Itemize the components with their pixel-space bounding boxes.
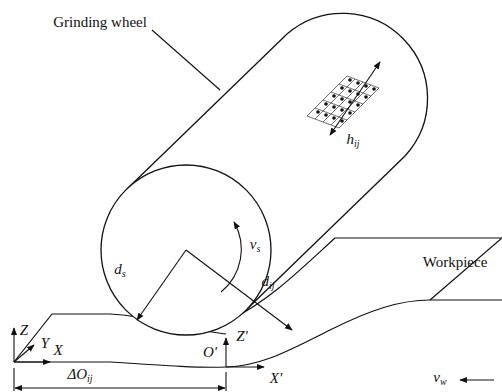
grain-patch	[307, 76, 379, 128]
variable-label: dij	[261, 274, 274, 291]
grain-dots	[316, 78, 376, 123]
axis-arrow	[14, 345, 34, 362]
axis-arrow	[13, 328, 14, 362]
axis-label: Z'	[236, 329, 248, 344]
axis-label: Y	[41, 336, 49, 351]
spacing-arrow	[330, 62, 380, 135]
axis-label: X'	[270, 371, 282, 386]
axis-arrow	[14, 361, 50, 362]
axis-arrow	[226, 366, 264, 367]
diameter-line	[186, 250, 292, 330]
feed-arrow	[460, 379, 494, 380]
grinding-wheel	[101, 13, 428, 335]
variable-label: ds	[114, 262, 125, 279]
axis-label: O'	[203, 345, 217, 360]
dimension-label: ΔOij	[67, 367, 92, 384]
part-label: Grinding wheel	[53, 15, 147, 30]
part-label: Workpiece	[423, 255, 488, 270]
axis-label: X	[53, 343, 62, 358]
variable-label: hij	[346, 132, 359, 149]
axis-arrow	[225, 338, 226, 367]
dimension-tick	[13, 368, 14, 391]
axis-label: Z	[20, 323, 28, 338]
rotation-arrow	[221, 222, 241, 292]
diameter-line	[137, 250, 186, 320]
dimension-line	[15, 387, 225, 388]
variable-label: vw	[433, 370, 446, 387]
leader-line	[152, 30, 220, 90]
variable-label: vs	[250, 237, 261, 254]
dimension-tick	[225, 372, 226, 391]
